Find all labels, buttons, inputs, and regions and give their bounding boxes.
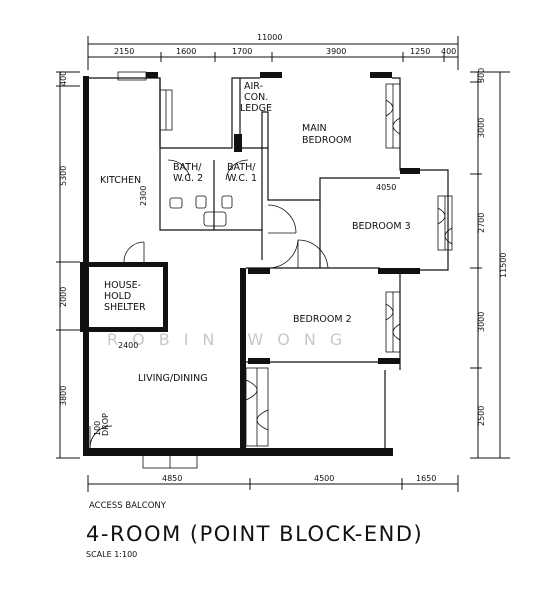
dim-right-2: 3000 — [477, 118, 486, 138]
doors — [89, 159, 329, 449]
dim-overall-height: 11500 — [499, 253, 508, 278]
dim-top-2: 1600 — [176, 47, 196, 56]
shelter-label-line1: HOUSE- — [104, 280, 141, 291]
dim-bath-height: 2300 — [139, 186, 148, 206]
dim-right-1: 300 — [477, 68, 486, 83]
plan-scale: SCALE 1:100 — [86, 550, 138, 559]
refuse-chute-label-line2: DROP — [101, 413, 110, 436]
watermark: ROBIN WONG — [107, 330, 356, 349]
bedroom2-label: BEDROOM 2 — [293, 314, 352, 325]
access-balcony-label: ACCESS BALCONY — [89, 501, 166, 511]
bath1-label-line2: W.C. 1 — [227, 173, 257, 184]
refuse-chute-label-line1: 100 — [93, 421, 102, 436]
dim-bedroom3-width: 4050 — [376, 183, 396, 192]
main-bedroom-label-line1: MAIN — [302, 123, 327, 134]
shelter-label-line2: HOLD — [104, 291, 131, 302]
bedroom3-label: BEDROOM 3 — [352, 221, 411, 232]
dim-top-1: 2150 — [114, 47, 134, 56]
walls — [80, 72, 420, 456]
dim-left-2: 5300 — [59, 166, 68, 186]
bath2-label-line1: BATH/ — [173, 162, 202, 173]
dim-overall-width: 11000 — [257, 33, 282, 42]
aircon-label-line1: AIR- — [244, 81, 263, 92]
dim-shelter-width: 2400 — [118, 341, 138, 350]
dim-left-1: 400 — [59, 71, 68, 86]
dim-bottom-1: 4850 — [162, 474, 182, 483]
kitchen-label: KITCHEN — [100, 175, 141, 186]
dim-bottom-3: 1650 — [416, 474, 436, 483]
windows — [117, 71, 453, 469]
dim-top-6: 400 — [441, 47, 456, 56]
dim-top-3: 1700 — [232, 47, 252, 56]
living-dining-label: LIVING/DINING — [138, 373, 208, 384]
plan-title: 4-ROOM (POINT BLOCK-END) — [86, 522, 424, 546]
dim-top-4: 3900 — [326, 47, 346, 56]
aircon-label-line3: LEDGE — [240, 103, 272, 114]
shelter-label-line3: SHELTER — [104, 302, 146, 313]
dim-bottom-2: 4500 — [314, 474, 334, 483]
bath2-label-line2: W.C. 2 — [173, 173, 203, 184]
bath-fixtures — [169, 195, 233, 227]
dim-right-5: 2500 — [477, 406, 486, 426]
dim-top-5: 1250 — [410, 47, 430, 56]
main-bedroom-label-line2: BEDROOM — [302, 135, 352, 146]
bath1-label-line1: BATH/ — [227, 162, 256, 173]
dim-left-3: 2000 — [59, 287, 68, 307]
dim-right-3: 2700 — [477, 213, 486, 233]
dim-left-4: 3800 — [59, 386, 68, 406]
dim-right-4: 3000 — [477, 312, 486, 332]
aircon-label-line2: CON. — [244, 92, 268, 103]
